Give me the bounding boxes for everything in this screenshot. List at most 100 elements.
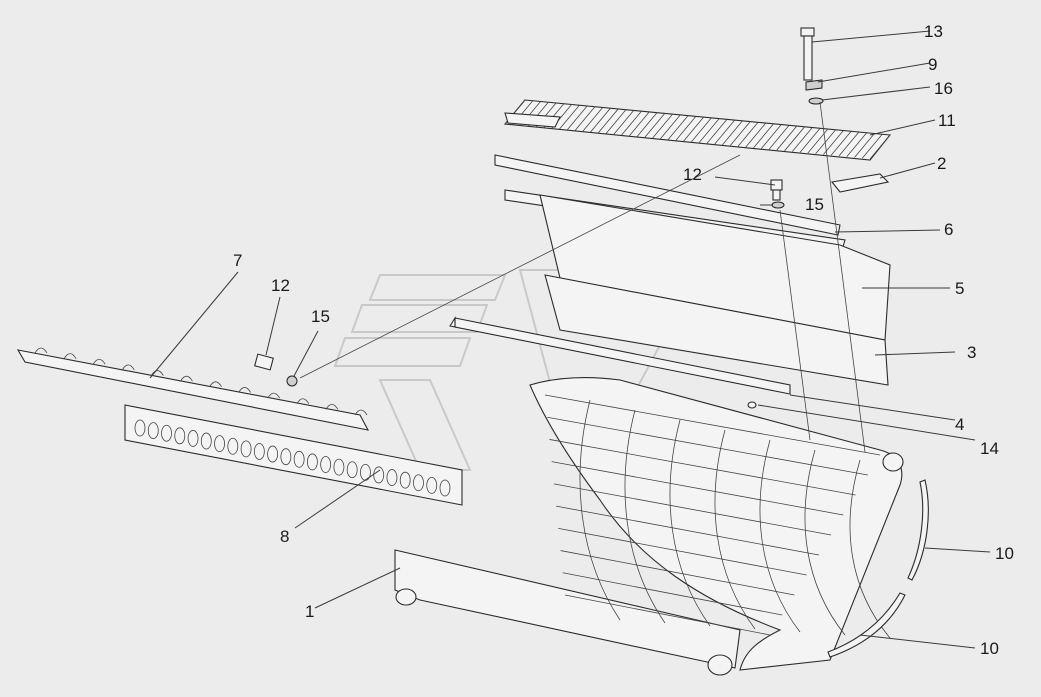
perforation-hole [333,458,345,476]
comb-tooth [613,110,635,135]
perforation-hole [200,432,212,450]
callout-15-upper: 15 [805,195,824,214]
concave-rib [562,572,783,616]
comb-grate-part-11 [503,99,892,161]
concave-rib [560,550,795,596]
perforation-hole [267,445,279,463]
nut-part-15-left [286,375,298,387]
concave-wire [714,429,756,630]
perforation-hole [227,437,239,455]
perforation-hole [399,471,411,489]
comb-tooth [815,129,836,155]
strip-notch [151,370,164,376]
comb-tooth [799,128,821,153]
comb-tooth [644,113,666,138]
comb-tooth [559,104,580,130]
callout-1: 1 [305,602,314,621]
perforation-hole [413,474,424,492]
strip-notch [267,392,281,399]
concave-rib [564,594,771,636]
concave-wire [669,419,711,627]
perforation-hole [161,424,172,442]
concave-wire [759,439,801,633]
perforation-hole [174,427,186,445]
comb-tooth [652,113,673,139]
comb-tooth [660,114,681,140]
comb-tooth [768,125,790,150]
arc-strip-part-10-upper [907,479,929,581]
callout-12-left: 12 [271,276,290,295]
perforation-hole [280,448,292,466]
shield-panel-part-5 [539,194,891,341]
strip-notch [296,398,310,404]
concave-rib [556,505,819,556]
strip-notch [34,347,48,354]
comb-tooth [714,119,735,145]
perforation-hole [147,422,159,440]
comb-tooth [854,133,875,158]
comb-tooth [582,107,603,132]
perforation-hole [386,469,398,486]
comb-tooth [869,134,891,160]
callout-7: 7 [233,251,242,270]
callout-8: 8 [280,527,289,546]
shield-panel-part-3 [544,274,889,386]
concave-rib [544,394,881,456]
concave-wire [624,409,666,624]
comb-tooth [597,108,619,134]
perforation-hole [346,461,358,479]
nut-part-15-upper [771,201,785,209]
concave-rib [558,527,807,576]
callout-12-upper: 12 [683,165,702,184]
strip-notch [92,358,106,365]
comb-tooth [706,119,728,144]
comb-tooth [838,131,860,157]
comb-tooth [823,130,844,155]
comb-tooth [636,112,658,137]
callout-4: 4 [955,415,964,434]
comb-tooth [784,126,805,152]
callout-9: 9 [928,55,937,74]
leader-lines [149,30,991,649]
concave-frame-part-1 [394,376,904,676]
perforation-hole [306,453,318,471]
perforation-hole [439,479,451,497]
bolt-part-12-upper [770,179,783,201]
strip-notch [238,387,251,393]
comb-tooth [605,109,627,134]
bolt-part-14 [747,401,757,409]
comb-tooth [745,122,767,148]
callout-13: 13 [924,22,943,41]
strip-notch [209,381,222,388]
callout-11: 11 [938,111,956,130]
callout-14: 14 [980,439,999,458]
concave-rib [547,416,868,476]
comb-tooth [621,110,642,136]
spacer-part-9 [805,79,823,91]
callout-5: 5 [955,279,964,298]
perforation-hole [134,419,146,437]
concave-wire [849,459,891,639]
strip-notch [354,409,368,416]
comb-tooth [737,122,759,147]
perforation-hole [187,430,199,447]
perforation-hole [373,466,385,484]
perforation-hole [293,450,305,468]
comb-tooth [691,117,712,143]
strip-notch [63,353,77,359]
comb-tooth [566,105,588,131]
callout-10-upper: 10 [995,544,1014,563]
perforation-hole [240,440,252,458]
comb-tooth [729,121,751,146]
washer-part-16 [808,97,824,105]
concave-rib [553,483,832,536]
strip-notch [325,403,339,410]
callout-2: 2 [937,154,946,173]
arc-strip-part-10-lower [827,592,906,658]
callout-16: 16 [934,79,953,98]
concave-wire [579,399,621,621]
comb-tooth [667,115,689,140]
strip-notch [180,375,193,382]
